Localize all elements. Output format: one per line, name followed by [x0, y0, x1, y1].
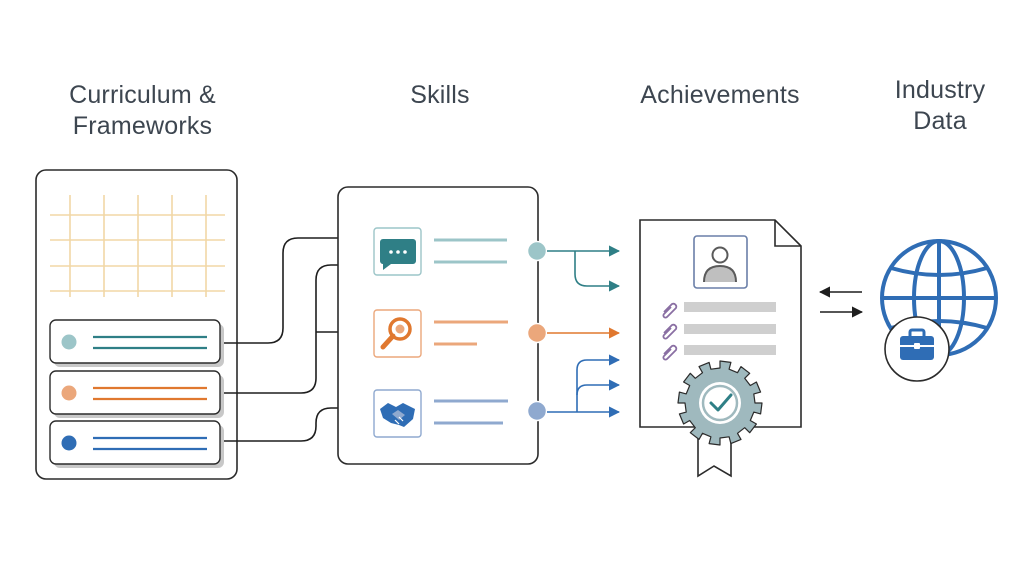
- chat-icon: [380, 239, 416, 270]
- data-exchange-arrows: [818, 286, 864, 318]
- framework-grid: [50, 195, 225, 297]
- skills-to-achievements-connectors: [547, 245, 621, 418]
- heading-skills-label: Skills: [410, 81, 470, 109]
- skill-research: [373, 309, 508, 358]
- paperclip-icon: [662, 344, 678, 361]
- handshake-icon: [380, 403, 415, 427]
- heading-skills: Skills: [385, 80, 495, 111]
- heading-achievements-label: Achievements: [640, 81, 800, 109]
- briefcase-badge: [884, 316, 950, 382]
- briefcase-icon: [900, 328, 934, 360]
- achievement-document: [639, 219, 802, 478]
- paperclip-icon: [662, 302, 678, 319]
- connector-orange-item: [224, 259, 359, 394]
- heading-industry-line2: Data: [913, 107, 967, 135]
- curriculum-item-teal: [49, 319, 224, 367]
- heading-curriculum-line2: Frameworks: [72, 112, 213, 140]
- skill-collaboration: [373, 389, 508, 438]
- connector-blue-top: [576, 354, 621, 395]
- heading-industry-data: Industry Data: [870, 75, 1010, 137]
- connector-blue-item: [224, 402, 359, 442]
- curriculum-panel: [35, 169, 238, 480]
- profile-icon: [693, 235, 748, 289]
- curriculum-item-orange: [49, 370, 224, 418]
- heading-industry-line1: Industry: [894, 76, 986, 104]
- heading-curriculum-frameworks: Curriculum & Frameworks: [40, 80, 245, 142]
- attachment-list: [662, 302, 776, 361]
- badge-check-icon: [677, 360, 763, 478]
- skills-panel: [337, 186, 548, 465]
- skill-node-teal: [526, 240, 548, 262]
- heading-curriculum-line1: Curriculum &: [69, 81, 216, 109]
- heading-achievements: Achievements: [615, 80, 825, 111]
- connector-teal-bottom: [574, 251, 621, 292]
- connector-teal-item: [224, 232, 359, 344]
- curriculum-to-skills-connectors: [224, 232, 359, 442]
- curriculum-item-blue: [49, 420, 224, 468]
- skill-node-blue: [526, 400, 548, 422]
- skill-communication: [373, 227, 507, 276]
- magnifier-icon: [380, 317, 412, 350]
- paperclip-icon: [662, 323, 678, 340]
- skill-node-orange: [526, 322, 548, 344]
- connector-blue-middle: [576, 379, 621, 412]
